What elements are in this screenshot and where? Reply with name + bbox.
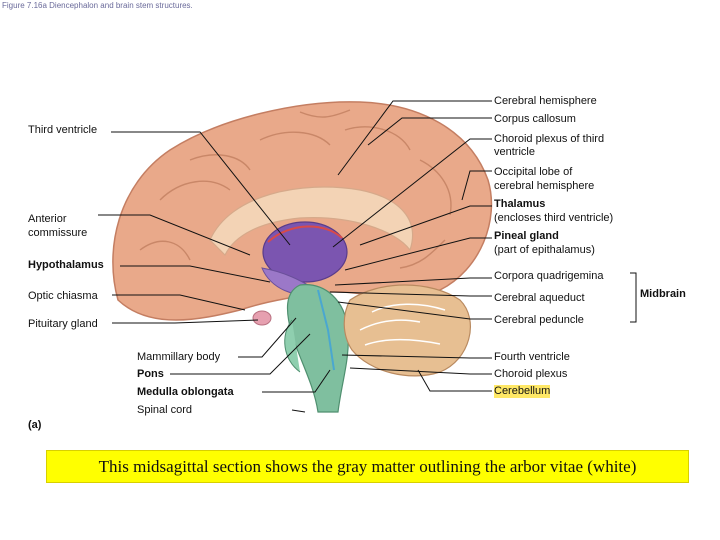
label-corpus-callosum: Corpus callosum <box>494 113 576 125</box>
label-pituitary-gland: Pituitary gland <box>28 318 98 330</box>
label-spinal-cord: Spinal cord <box>137 404 193 416</box>
pituitary-shape <box>252 310 272 326</box>
cerebellum-shape <box>343 284 471 377</box>
label-pons: Pons <box>137 368 164 380</box>
label-cerebral-aqueduct: Cerebral aqueduct <box>494 292 585 304</box>
label-thalamus-note: (encloses third ventricle) <box>494 212 614 224</box>
caption-box: This midsagittal section shows the gray … <box>46 450 689 483</box>
label-cerebellum: Cerebellum <box>494 385 551 398</box>
label-occipital-line1: Occipital lobe of <box>494 166 573 178</box>
label-cerebral-peduncle: Cerebral peduncle <box>494 314 584 326</box>
label-mammillary-body: Mammillary body <box>137 351 221 363</box>
label-optic-chiasma: Optic chiasma <box>28 290 98 302</box>
label-third-ventricle: Third ventricle <box>28 124 98 136</box>
label-hypothalamus: Hypothalamus <box>28 259 104 271</box>
label-medulla-oblongata: Medulla oblongata <box>137 386 234 398</box>
label-thalamus: Thalamus <box>494 198 546 210</box>
label-midbrain: Midbrain <box>640 288 686 300</box>
label-anterior-line1: Anterior <box>28 213 67 225</box>
label-anterior-line2: commissure <box>28 227 88 239</box>
label-panel-a: (a) <box>28 419 42 431</box>
label-corpora-quadrigemina: Corpora quadrigemina <box>494 270 604 282</box>
brainstem-shape <box>286 284 349 413</box>
label-fourth-ventricle: Fourth ventricle <box>494 351 570 363</box>
label-choroid-plexus: Choroid plexus <box>494 368 568 380</box>
slide-title: Figure 7.16a Diencephalon and brain stem… <box>2 1 193 10</box>
label-cerebral-hemisphere: Cerebral hemisphere <box>494 95 597 107</box>
label-choroid-third-line2: ventricle <box>494 146 535 158</box>
corpus-callosum-shape <box>209 186 414 257</box>
label-occipital-line2: cerebral hemisphere <box>494 180 595 192</box>
label-pineal-note: (part of epithalamus) <box>494 244 595 256</box>
label-choroid-third-line1: Choroid plexus of third <box>494 133 605 145</box>
label-pineal-gland: Pineal gland <box>494 230 559 242</box>
